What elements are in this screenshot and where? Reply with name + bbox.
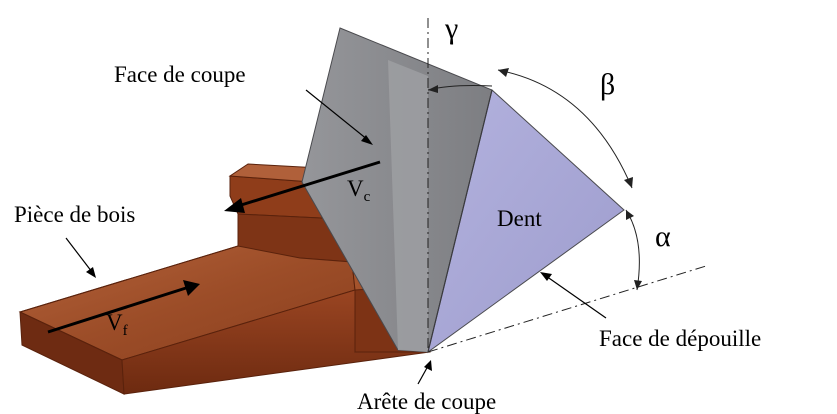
alpha-label: α bbox=[655, 220, 671, 253]
tooth-label: Dent bbox=[497, 206, 542, 231]
vf-label: Vf bbox=[106, 310, 128, 339]
beta-label: β bbox=[600, 68, 615, 101]
vc-label: Vc bbox=[347, 176, 371, 205]
gamma-arrowhead bbox=[428, 85, 438, 93]
cutting-edge-leader-head bbox=[424, 360, 432, 371]
beta-arrow-start bbox=[498, 68, 509, 77]
flank-face-leader bbox=[545, 275, 607, 319]
vc-label-sub: c bbox=[364, 189, 371, 205]
workpiece-leader-head bbox=[86, 267, 96, 278]
cutting-edge-label: Arête de coupe bbox=[357, 389, 496, 414]
workpiece-label: Pièce de bois bbox=[14, 202, 135, 227]
wood-edge-line bbox=[19, 245, 239, 313]
velocity-arrows bbox=[47, 160, 381, 334]
vf-label-sub: f bbox=[123, 323, 128, 339]
alpha-arrow-start bbox=[626, 210, 634, 220]
cutting-edge-leader bbox=[417, 365, 429, 385]
cutting-direction-line bbox=[427, 265, 707, 353]
leader-arrows bbox=[65, 89, 607, 385]
beta-arc bbox=[497, 69, 633, 189]
alpha-arc bbox=[625, 209, 640, 291]
vc-arrowhead bbox=[224, 198, 245, 213]
flank-face-label: Face de dépouille bbox=[599, 326, 761, 351]
cutting-edge-line bbox=[427, 89, 493, 353]
alpha-arrow-end bbox=[634, 280, 642, 290]
vf-arrow-line bbox=[47, 286, 187, 334]
rake-face-band bbox=[388, 60, 428, 352]
labels: Face de coupe Pièce de bois Dent Face de… bbox=[14, 12, 761, 414]
vf-arrowhead bbox=[183, 280, 200, 296]
angle-arcs bbox=[427, 68, 642, 291]
rake-face-leader-head bbox=[361, 135, 373, 145]
gamma-label: γ bbox=[444, 12, 458, 45]
flank-face-leader-head bbox=[540, 272, 552, 281]
reference-lines bbox=[427, 18, 707, 353]
tooth bbox=[301, 27, 625, 354]
vf-label-main: V bbox=[106, 310, 123, 335]
beta-arrow-end bbox=[624, 177, 633, 188]
rake-face-leader bbox=[305, 89, 369, 141]
vc-label-main: V bbox=[347, 176, 364, 201]
vc-arrow-line bbox=[237, 160, 381, 208]
workpiece-leader bbox=[65, 237, 93, 273]
rake-face-label: Face de coupe bbox=[114, 62, 246, 87]
